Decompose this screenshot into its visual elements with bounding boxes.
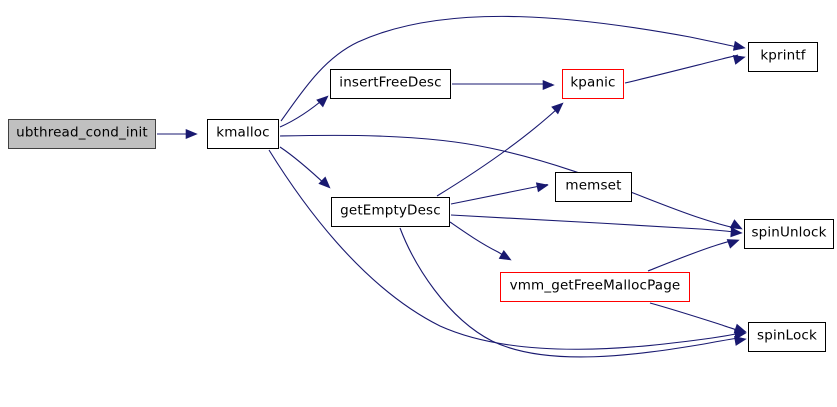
edge-kmalloc-to-getEmptyDesc: [279, 146, 328, 187]
node-label-vmm_getFreeMallocPage: vmm_getFreeMallocPage: [509, 277, 681, 294]
edge-paths: [157, 15, 742, 358]
arrowhead-into-memset: [535, 182, 549, 193]
arrowhead-into-kpanic: [551, 102, 564, 115]
graph-node-vmm_getFreeMallocPage[interactable]: vmm_getFreeMallocPage: [500, 272, 690, 302]
node-label-getEmptyDesc: getEmptyDesc: [340, 202, 441, 219]
arrowhead-into-spinUnlock: [730, 227, 743, 238]
node-label-memset: memset: [565, 177, 622, 194]
arrowhead-into-spinUnlock: [729, 219, 743, 230]
graph-node-getEmptyDesc[interactable]: getEmptyDesc: [331, 197, 450, 227]
graph-node-spinLock[interactable]: spinLock: [748, 322, 826, 352]
graph-node-kprintf[interactable]: kprintf: [748, 42, 818, 72]
edge-kmalloc-to-spinUnlock: [279, 134, 736, 229]
arrowhead-into-kprintf: [732, 55, 746, 65]
arrowhead-into-spinUnlock: [726, 239, 740, 249]
graph-node-kmalloc[interactable]: kmalloc: [207, 119, 279, 149]
node-label-insertFreeDesc: insertFreeDesc: [339, 74, 442, 91]
edge-getEmptyDesc-to-spinUnlock: [450, 214, 735, 233]
arrowhead-into-getEmptyDesc: [318, 176, 331, 189]
arrowhead-into-kpanic: [542, 79, 555, 91]
node-label-ubthread_cond_init: ubthread_cond_init: [16, 124, 148, 141]
arrowhead-into-vmm_getFreeMallocPage: [498, 249, 512, 261]
edge-kmalloc-to-spinLock: [268, 149, 742, 350]
arrowhead-into-insertFreeDesc: [316, 95, 329, 108]
edge-arrowheads: [185, 40, 747, 346]
graph-node-ubthread_cond_init[interactable]: ubthread_cond_init: [8, 119, 156, 149]
graph-node-spinUnlock[interactable]: spinUnlock: [744, 219, 834, 249]
arrowhead-into-kprintf: [732, 40, 746, 51]
node-label-kpanic: kpanic: [570, 74, 616, 91]
edge-vmm_getFreeMallocPage-to-spinUnlock: [647, 239, 736, 272]
arrowhead-into-spinLock: [733, 323, 747, 334]
node-label-kmalloc: kmalloc: [216, 124, 270, 141]
node-label-spinUnlock: spinUnlock: [751, 224, 827, 241]
edge-getEmptyDesc-to-memset: [450, 184, 548, 205]
graph-node-kpanic[interactable]: kpanic: [562, 69, 624, 99]
edge-kmalloc-to-kprintf: [280, 15, 738, 122]
arrowhead-into-spinLock: [733, 335, 747, 346]
edge-vmm_getFreeMallocPage-to-spinLock: [649, 302, 740, 332]
graph-node-memset[interactable]: memset: [555, 172, 632, 202]
graph-node-insertFreeDesc[interactable]: insertFreeDesc: [330, 69, 451, 99]
edge-kpanic-to-kprintf: [624, 54, 739, 84]
edge-getEmptyDesc-to-vmm_getFreeMallocPage: [449, 221, 509, 259]
edge-getEmptyDesc-to-spinLock: [399, 227, 740, 358]
node-label-spinLock: spinLock: [757, 327, 817, 344]
arrowhead-into-kmalloc: [185, 128, 198, 140]
node-label-kprintf: kprintf: [760, 47, 806, 64]
